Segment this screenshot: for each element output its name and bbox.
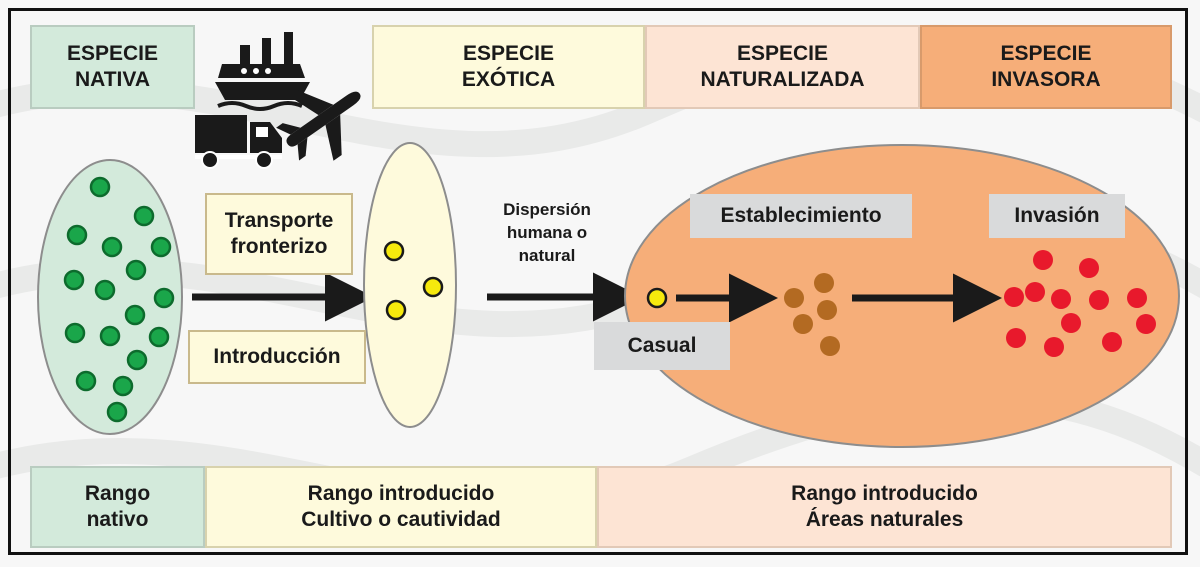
- label-establecimiento: Establecimiento: [690, 194, 912, 238]
- native-dot: [89, 176, 111, 198]
- established-dot: [793, 314, 813, 334]
- header-especie-naturalizada: ESPECIE NATURALIZADA: [645, 25, 920, 109]
- header-especie-exotica: ESPECIE EXÓTICA: [372, 25, 645, 109]
- invasive-dot: [1136, 314, 1156, 334]
- native-dot: [125, 259, 147, 281]
- invasive-dot: [1051, 289, 1071, 309]
- diagram-frame: [8, 8, 1188, 555]
- footer-rango-areas-naturales: Rango introducido Áreas naturales: [597, 466, 1172, 548]
- invasive-species-dots: [1004, 250, 1156, 357]
- native-dot: [64, 322, 86, 344]
- invasive-dot: [1006, 328, 1026, 348]
- native-dot: [150, 236, 172, 258]
- invasive-dot: [1044, 337, 1064, 357]
- native-dot: [112, 375, 134, 397]
- header-especie-invasora: ESPECIE INVASORA: [920, 25, 1172, 109]
- label-transporte-fronterizo: Transporte fronterizo: [205, 193, 353, 275]
- label-introduccion: Introducción: [188, 330, 366, 384]
- header-especie-nativa: ESPECIE NATIVA: [30, 25, 195, 109]
- invasive-dot: [1127, 288, 1147, 308]
- casual-dot: [646, 287, 668, 309]
- established-dot: [784, 288, 804, 308]
- airplane-icon: [276, 89, 361, 161]
- exotic-dot: [385, 299, 407, 321]
- native-dot: [66, 224, 88, 246]
- footer-rango-cultivo: Rango introducido Cultivo o cautividad: [205, 466, 597, 548]
- invasive-dot: [1061, 313, 1081, 333]
- native-dot: [94, 279, 116, 301]
- native-dot: [99, 325, 121, 347]
- native-dot: [133, 205, 155, 227]
- exotic-range-ellipse: [363, 142, 457, 428]
- native-dot: [126, 349, 148, 371]
- exotic-dot: [383, 240, 405, 262]
- invasive-dot: [1004, 287, 1024, 307]
- label-invasion: Invasión: [989, 194, 1125, 238]
- invasive-dot: [1089, 290, 1109, 310]
- native-dot: [101, 236, 123, 258]
- native-dot: [148, 326, 170, 348]
- label-casual: Casual: [594, 322, 730, 370]
- truck-icon: [195, 115, 282, 169]
- native-dot: [75, 370, 97, 392]
- native-dot: [63, 269, 85, 291]
- exotic-species-dots: [383, 240, 444, 321]
- native-dot: [153, 287, 175, 309]
- native-dot: [124, 304, 146, 326]
- invasive-dot: [1025, 282, 1045, 302]
- invasive-dot: [1102, 332, 1122, 352]
- invasive-dot: [1033, 250, 1053, 270]
- native-species-dots: [63, 176, 175, 423]
- ship-icon: [215, 32, 310, 111]
- established-dot: [820, 336, 840, 356]
- invasive-dot: [1079, 258, 1099, 278]
- footer-rango-nativo: Rango nativo: [30, 466, 205, 548]
- established-dot: [817, 300, 837, 320]
- native-dot: [106, 401, 128, 423]
- established-dot: [814, 273, 834, 293]
- established-species-dots: [784, 273, 840, 356]
- label-dispersion: Dispersión humana o natural: [503, 200, 591, 265]
- exotic-dot: [422, 276, 444, 298]
